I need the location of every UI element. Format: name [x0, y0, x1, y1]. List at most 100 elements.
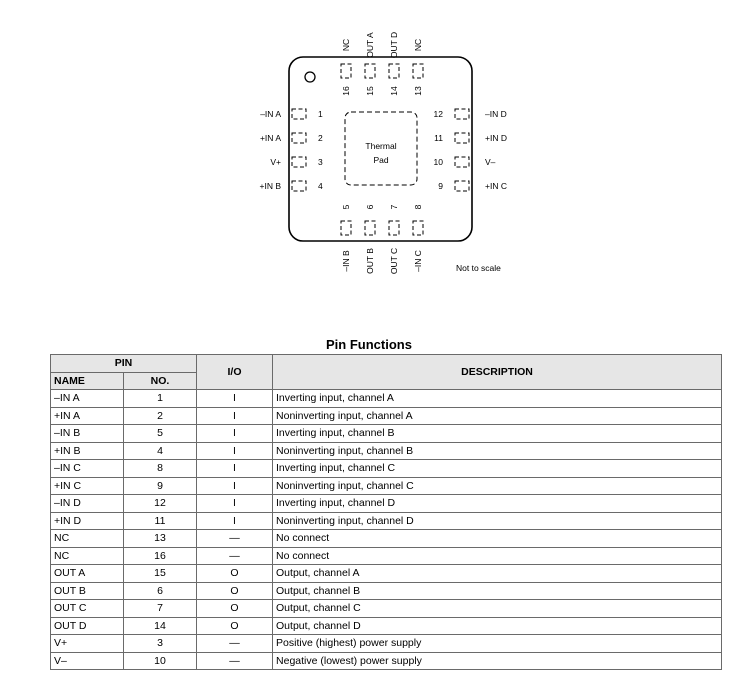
pin-number-bottom: 7	[389, 204, 399, 209]
pin-number: 8	[122, 459, 198, 478]
pin-description: No connect	[272, 546, 722, 565]
pin-description: Noninverting input, channel B	[272, 441, 722, 460]
pin-number-bottom: 6	[365, 204, 375, 209]
pin-description: Negative (lowest) power supply	[272, 651, 722, 670]
pin-io: I	[196, 494, 274, 513]
pin-number: 2	[122, 406, 198, 425]
pin-number-top: 16	[341, 86, 351, 96]
package-body	[288, 56, 473, 242]
pin-number: 13	[122, 529, 198, 548]
pad-left	[291, 156, 307, 168]
not-to-scale-note: Not to scale	[456, 263, 501, 273]
pin-name: V–	[50, 651, 124, 670]
pin-label-left: V+	[270, 157, 281, 167]
pin-io: I	[196, 459, 274, 478]
pin-number: 7	[122, 599, 198, 618]
pin-label-top: OUT D	[389, 32, 399, 58]
pin-name: –IN C	[50, 459, 124, 478]
pin-number: 9	[122, 476, 198, 495]
pad-left	[291, 180, 307, 192]
pin-description: No connect	[272, 529, 722, 548]
pin-description: Output, channel B	[272, 581, 722, 600]
pin-number-top: 13	[413, 86, 423, 96]
header-no: NO.	[122, 371, 198, 390]
pad-bottom	[364, 220, 376, 236]
pin-io: O	[196, 581, 274, 600]
pin-io: —	[196, 651, 274, 670]
pad-top	[412, 63, 424, 79]
pin-description: Positive (highest) power supply	[272, 634, 722, 653]
pin-io: —	[196, 529, 274, 548]
pin-io: I	[196, 511, 274, 530]
thermal-pad-label-line2: Pad	[373, 155, 388, 165]
table-row: V+3—Positive (highest) power supply	[50, 634, 722, 653]
pin-io: —	[196, 634, 274, 653]
pin-description: Noninverting input, channel C	[272, 476, 722, 495]
pin-number-bottom: 5	[341, 204, 351, 209]
pin-functions-title: Pin Functions	[326, 337, 412, 352]
pin-name: +IN A	[50, 406, 124, 425]
pin-description: Noninverting input, channel D	[272, 511, 722, 530]
pin-number: 3	[122, 634, 198, 653]
pin-label-right: +IN C	[485, 181, 507, 191]
pin-io: O	[196, 616, 274, 635]
pin-number: 10	[122, 651, 198, 670]
pin-label-bottom: OUT B	[365, 248, 375, 274]
pin-number: 15	[122, 564, 198, 583]
pin-io: I	[196, 441, 274, 460]
pin-name: +IN D	[50, 511, 124, 530]
pin-label-right: –IN D	[485, 109, 507, 119]
pin-name: +IN B	[50, 441, 124, 460]
pin-description: Noninverting input, channel A	[272, 406, 722, 425]
pin-number-right: 11	[434, 133, 443, 143]
header-pin: PIN	[49, 354, 198, 373]
header-description: DESCRIPTION	[272, 354, 722, 390]
pin1-marker-icon	[304, 71, 316, 83]
pin-label-right: +IN D	[485, 133, 507, 143]
pin-number-right: 10	[434, 157, 444, 167]
pin-number: 12	[122, 494, 198, 513]
pin-number: 14	[122, 616, 198, 635]
pin-io: I	[196, 406, 274, 425]
pin-description: Inverting input, channel A	[272, 389, 722, 408]
pin-name: OUT B	[50, 581, 124, 600]
pin-label-bottom: –IN B	[341, 250, 351, 272]
pad-top	[340, 63, 352, 79]
pin-name: V+	[50, 634, 124, 653]
pin-label-top: NC	[413, 39, 423, 51]
pin-io: —	[196, 546, 274, 565]
pin-number: 1	[122, 389, 198, 408]
pin-label-right: V–	[485, 157, 496, 167]
pin-description: Inverting input, channel B	[272, 424, 722, 443]
pin-description: Output, channel C	[272, 599, 722, 618]
pin-label-bottom: –IN C	[413, 250, 423, 272]
pad-top	[364, 63, 376, 79]
pin-io: O	[196, 564, 274, 583]
pad-bottom	[340, 220, 352, 236]
pin-number-bottom: 8	[413, 204, 423, 209]
pin-number: 4	[122, 441, 198, 460]
pad-right	[454, 180, 470, 192]
pin-name: +IN C	[50, 476, 124, 495]
pin-label-left: –IN A	[260, 109, 281, 119]
pin-number-left: 4	[318, 181, 323, 191]
pin-label-left: +IN A	[260, 133, 281, 143]
pin-io: I	[196, 389, 274, 408]
pin-io: O	[196, 599, 274, 618]
pin-number-top: 15	[365, 86, 375, 96]
pin-number: 5	[122, 424, 198, 443]
pin-label-top: NC	[341, 39, 351, 51]
pin-number-left: 2	[318, 133, 323, 143]
